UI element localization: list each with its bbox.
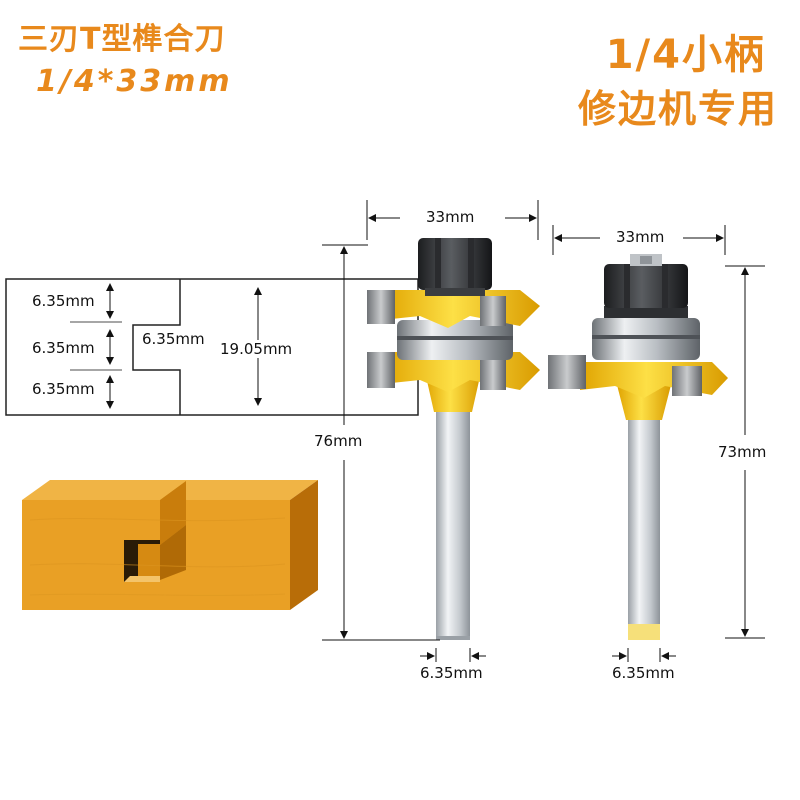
left-shank-diameter-label: 6.35mm (418, 664, 485, 682)
shank-size-title: 1/4小柄 (605, 32, 766, 78)
total-height-label: 19.05mm (218, 340, 295, 358)
left-bit-length-label: 76mm (312, 432, 365, 450)
layer-middle-label: 6.35mm (30, 339, 97, 357)
slot-depth-label: 6.35mm (140, 330, 207, 348)
dimension-lines (322, 200, 765, 662)
right-bit-width-label: 33mm (614, 228, 667, 246)
layer-bottom-label: 6.35mm (30, 380, 97, 398)
wood-block (22, 480, 318, 610)
usage-title: 修边机专用 (577, 87, 778, 131)
product-size: 1/4*33mm (36, 64, 233, 99)
right-bit-length-label: 73mm (716, 443, 769, 461)
left-bit-width-label: 33mm (424, 208, 477, 226)
right-shank-diameter-label: 6.35mm (610, 664, 677, 682)
router-bit-left (367, 238, 540, 640)
product-title: 三刃T型榫合刀 (18, 22, 226, 57)
router-bit-right (548, 254, 728, 640)
layer-top-label: 6.35mm (30, 292, 97, 310)
